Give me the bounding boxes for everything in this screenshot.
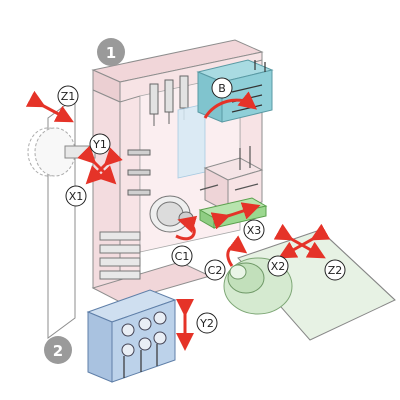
svg-text:X1: X1 bbox=[69, 190, 84, 203]
svg-text:B: B bbox=[218, 82, 226, 95]
svg-text:Z2: Z2 bbox=[328, 264, 343, 277]
axis-label-b: B bbox=[211, 77, 233, 99]
axis-label-x2: X2 bbox=[267, 255, 289, 277]
axis-label-z1: Z1 bbox=[57, 85, 79, 107]
b-axis-beam bbox=[177, 103, 206, 179]
axis-label-z2: Z2 bbox=[324, 259, 346, 281]
axis-label-c2: C2 bbox=[204, 259, 226, 281]
axis-label-y2: Y2 bbox=[196, 312, 218, 334]
svg-text:1: 1 bbox=[106, 44, 116, 62]
lower-turret bbox=[86, 289, 177, 383]
svg-text:Z1: Z1 bbox=[61, 90, 76, 103]
axis-label-y1: Y1 bbox=[89, 133, 111, 155]
svg-text:C1: C1 bbox=[175, 250, 190, 263]
axis-label-x3: X3 bbox=[243, 219, 265, 241]
svg-text:X3: X3 bbox=[247, 224, 262, 237]
right-spindle bbox=[223, 229, 396, 341]
axis-label-x1: X1 bbox=[65, 185, 87, 207]
axis-label-c1: C1 bbox=[171, 245, 193, 267]
motion-arrows bbox=[25, 90, 331, 351]
left-spindle bbox=[27, 127, 96, 177]
svg-text:C2: C2 bbox=[208, 264, 223, 277]
svg-text:X2: X2 bbox=[271, 260, 286, 273]
turret-1-marker: 1 bbox=[97, 38, 125, 66]
svg-text:Y2: Y2 bbox=[199, 317, 214, 330]
svg-text:2: 2 bbox=[53, 342, 63, 360]
left-column-tools bbox=[99, 149, 151, 280]
turret-2-marker: 2 bbox=[44, 336, 72, 364]
svg-text:Y1: Y1 bbox=[92, 138, 107, 151]
